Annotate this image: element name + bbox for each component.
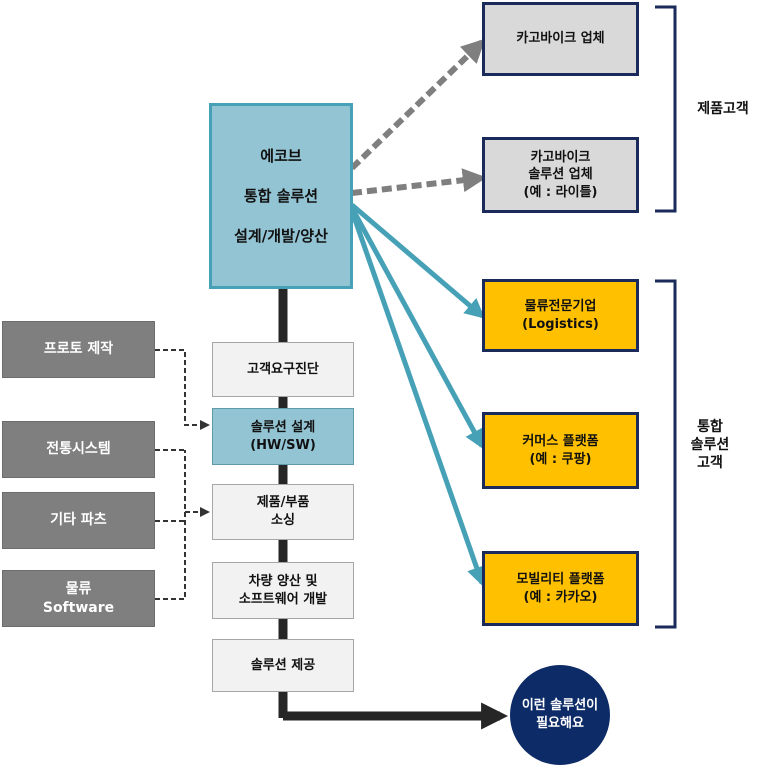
connector-logistics-sw — [155, 450, 186, 600]
customer-commerce-platform: 커머스 플랫폼 (예 : 쿠팡) — [482, 412, 639, 489]
main-subtitle: 통합 솔루션 — [243, 186, 319, 205]
connector-prototype — [155, 349, 210, 430]
customer-mobility-platform: 모빌리티 플랫폼 (예 : 카카오) — [482, 551, 639, 626]
label-integrated-customer: 통합 솔루션 고객 — [690, 419, 730, 472]
input-other-parts: 기타 파츠 — [2, 492, 155, 549]
arrow-to-cargo-bike — [349, 38, 486, 171]
bracket-integrated-customer — [655, 279, 677, 629]
main-title: 에코브 — [260, 146, 302, 165]
customer-logistics: 물류전문기업 (Logistics) — [482, 279, 639, 352]
result-need-circle: 이런 솔루션이 필요해요 — [510, 665, 610, 765]
customer-cargo-bike-solution: 카고바이크 솔루션 업체 (예 : 라이틀) — [482, 137, 639, 213]
customer-cargo-bike: 카고바이크 업체 — [482, 2, 639, 76]
arrow-to-logistics — [350, 203, 486, 319]
main-integrated-solution: 에코브 통합 솔루션 설계/개발/양산 — [209, 103, 353, 289]
step-mass-production: 차량 양산 및 소프트웨어 개발 — [212, 562, 354, 619]
input-logistics-software: 물류 Software — [2, 570, 155, 627]
input-legacy-system: 전통시스템 — [2, 421, 155, 478]
step-customer-diagnosis: 고객요구진단 — [212, 342, 354, 397]
arrow-to-cargo-solution — [351, 168, 487, 196]
label-product-customer: 제품고객 — [697, 101, 749, 117]
arrow-to-commerce — [349, 206, 485, 450]
input-prototype: 프로토 제작 — [2, 321, 155, 378]
step-solution-design: 솔루션 설계 (HW/SW) — [212, 408, 354, 465]
step-solution-delivery: 솔루션 제공 — [212, 639, 354, 692]
main-scope: 설계/개발/양산 — [234, 227, 328, 246]
bracket-product-customer — [655, 5, 677, 213]
arrow-to-mobility — [349, 210, 487, 587]
step-sourcing: 제품/부품 소싱 — [212, 484, 354, 540]
